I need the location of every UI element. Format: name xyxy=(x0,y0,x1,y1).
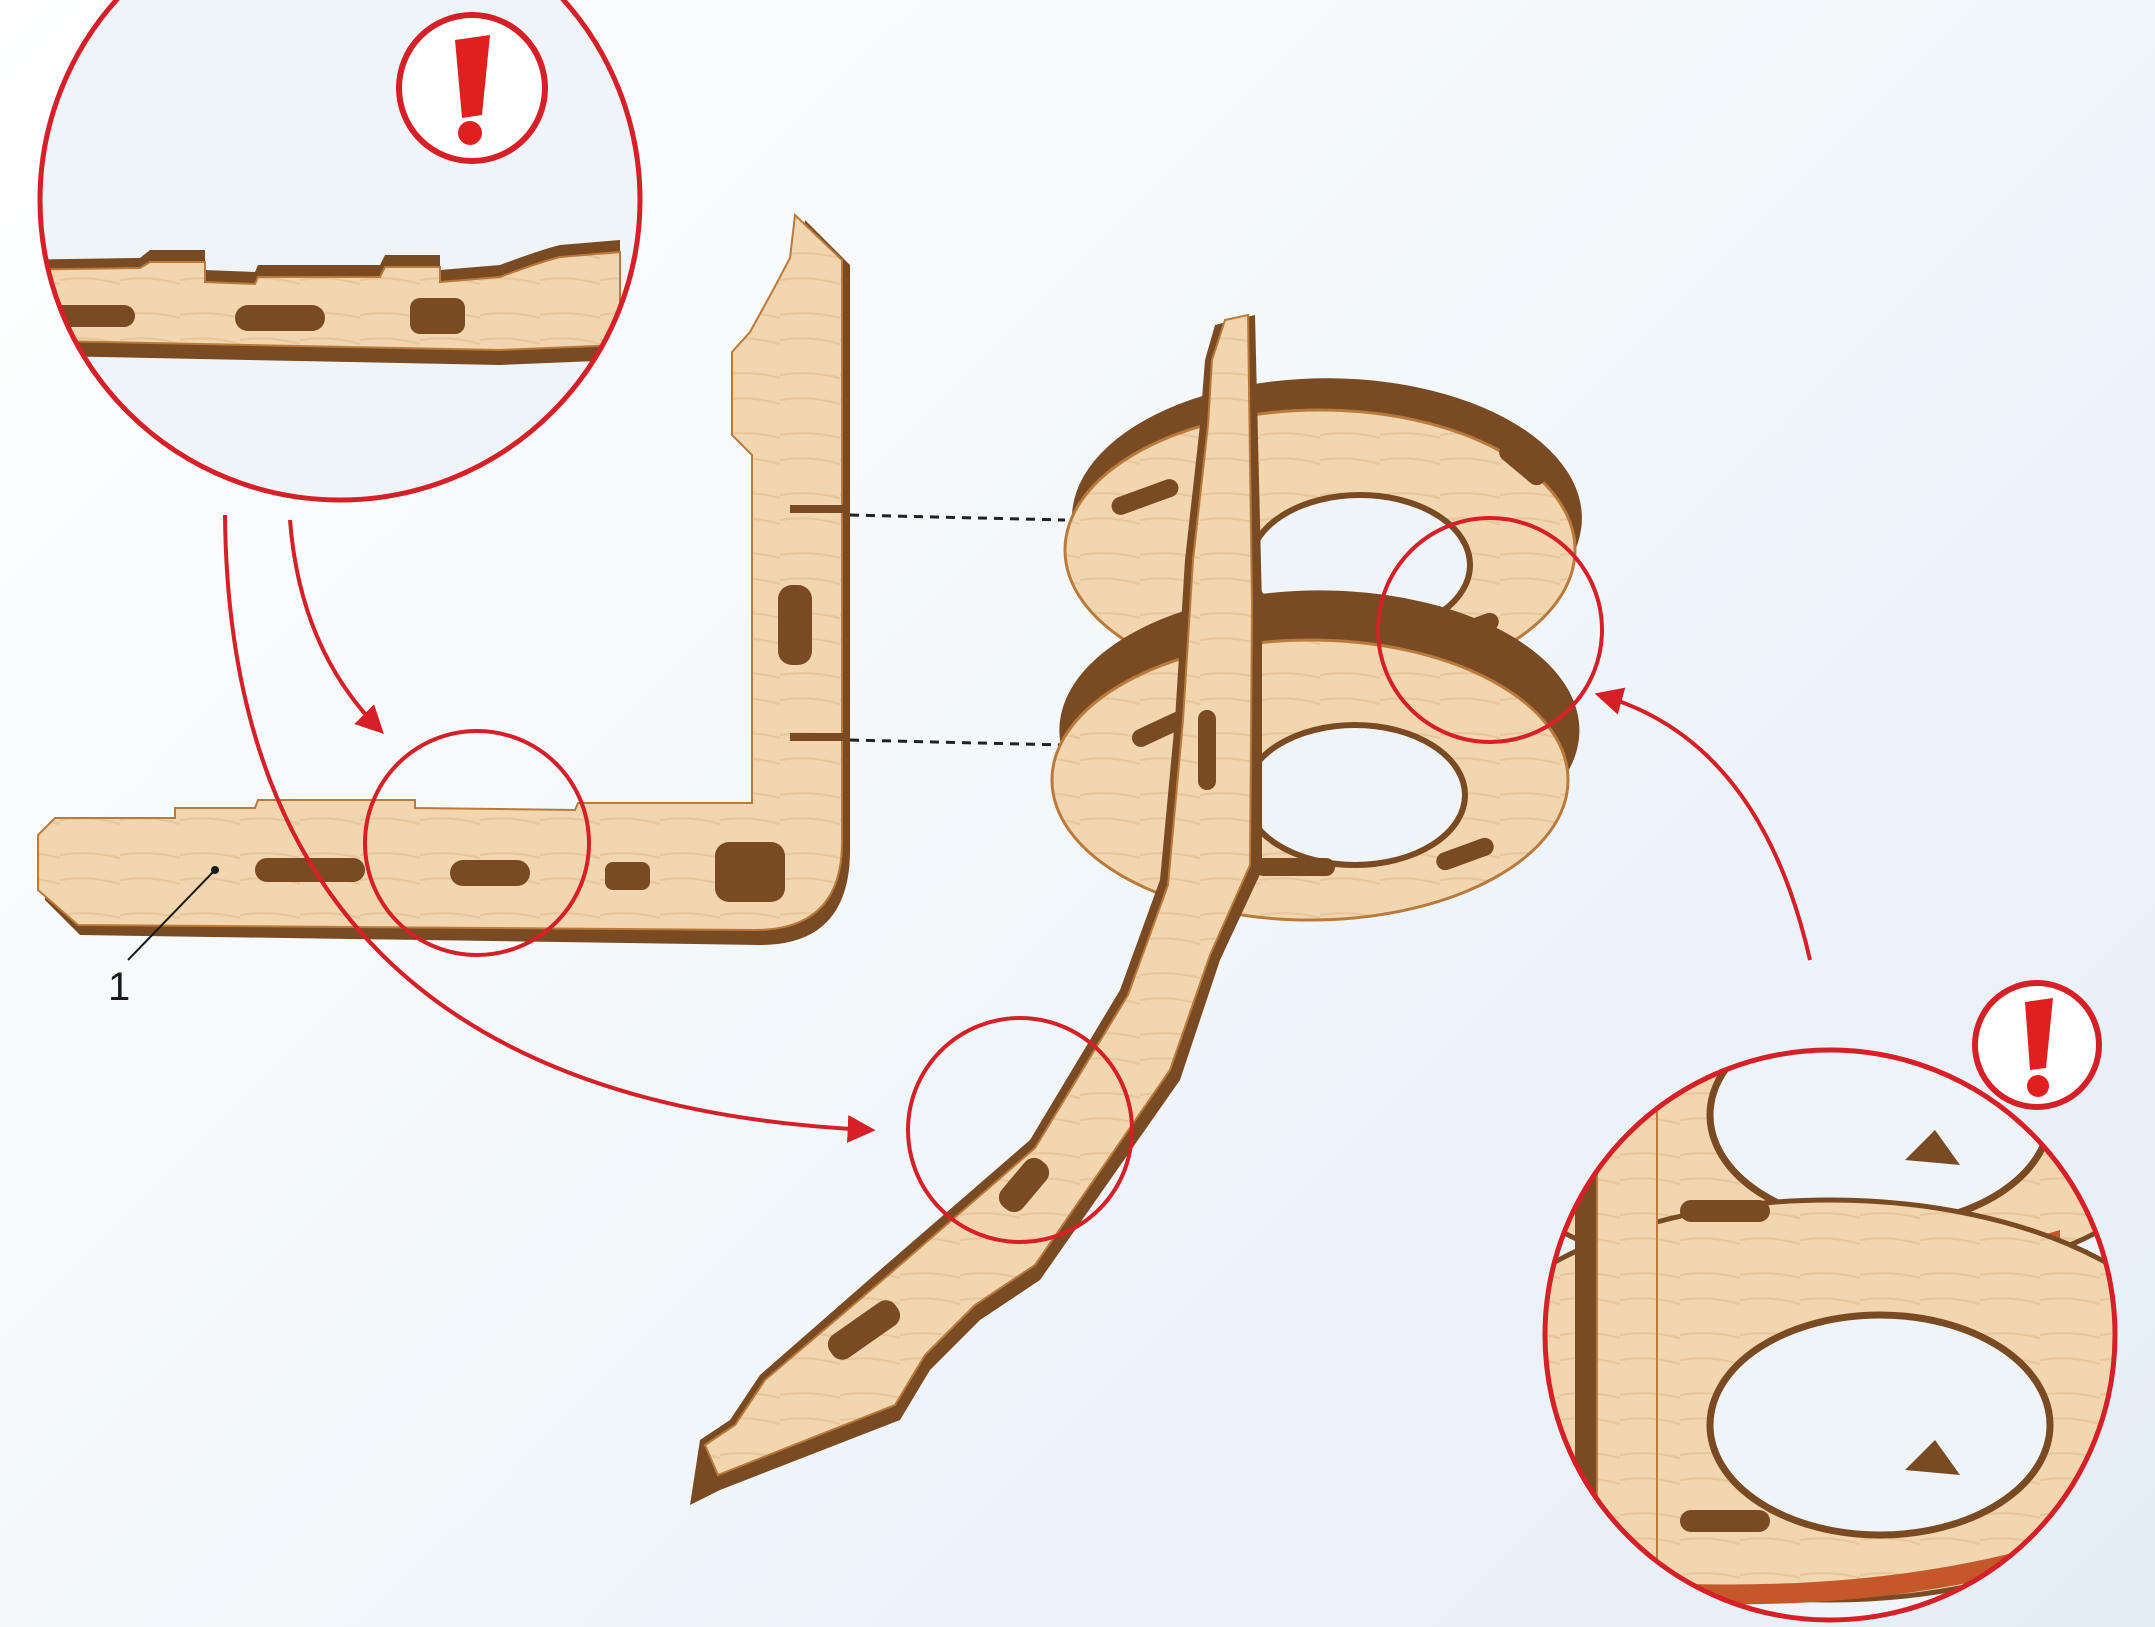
arrow-zoom-to-joint xyxy=(290,520,380,730)
lower-ring xyxy=(1052,590,1579,920)
part-1-leader-dot xyxy=(211,866,219,874)
warning-exclamation-icon xyxy=(1975,983,2099,1107)
alignment-dash-upper xyxy=(850,515,1065,520)
warning-exclamation-icon xyxy=(399,15,545,161)
part-1-label: 1 xyxy=(108,965,130,1009)
arrow-zoom-to-ring-edge xyxy=(1600,695,1810,960)
alignment-dash-lower xyxy=(850,740,1065,745)
